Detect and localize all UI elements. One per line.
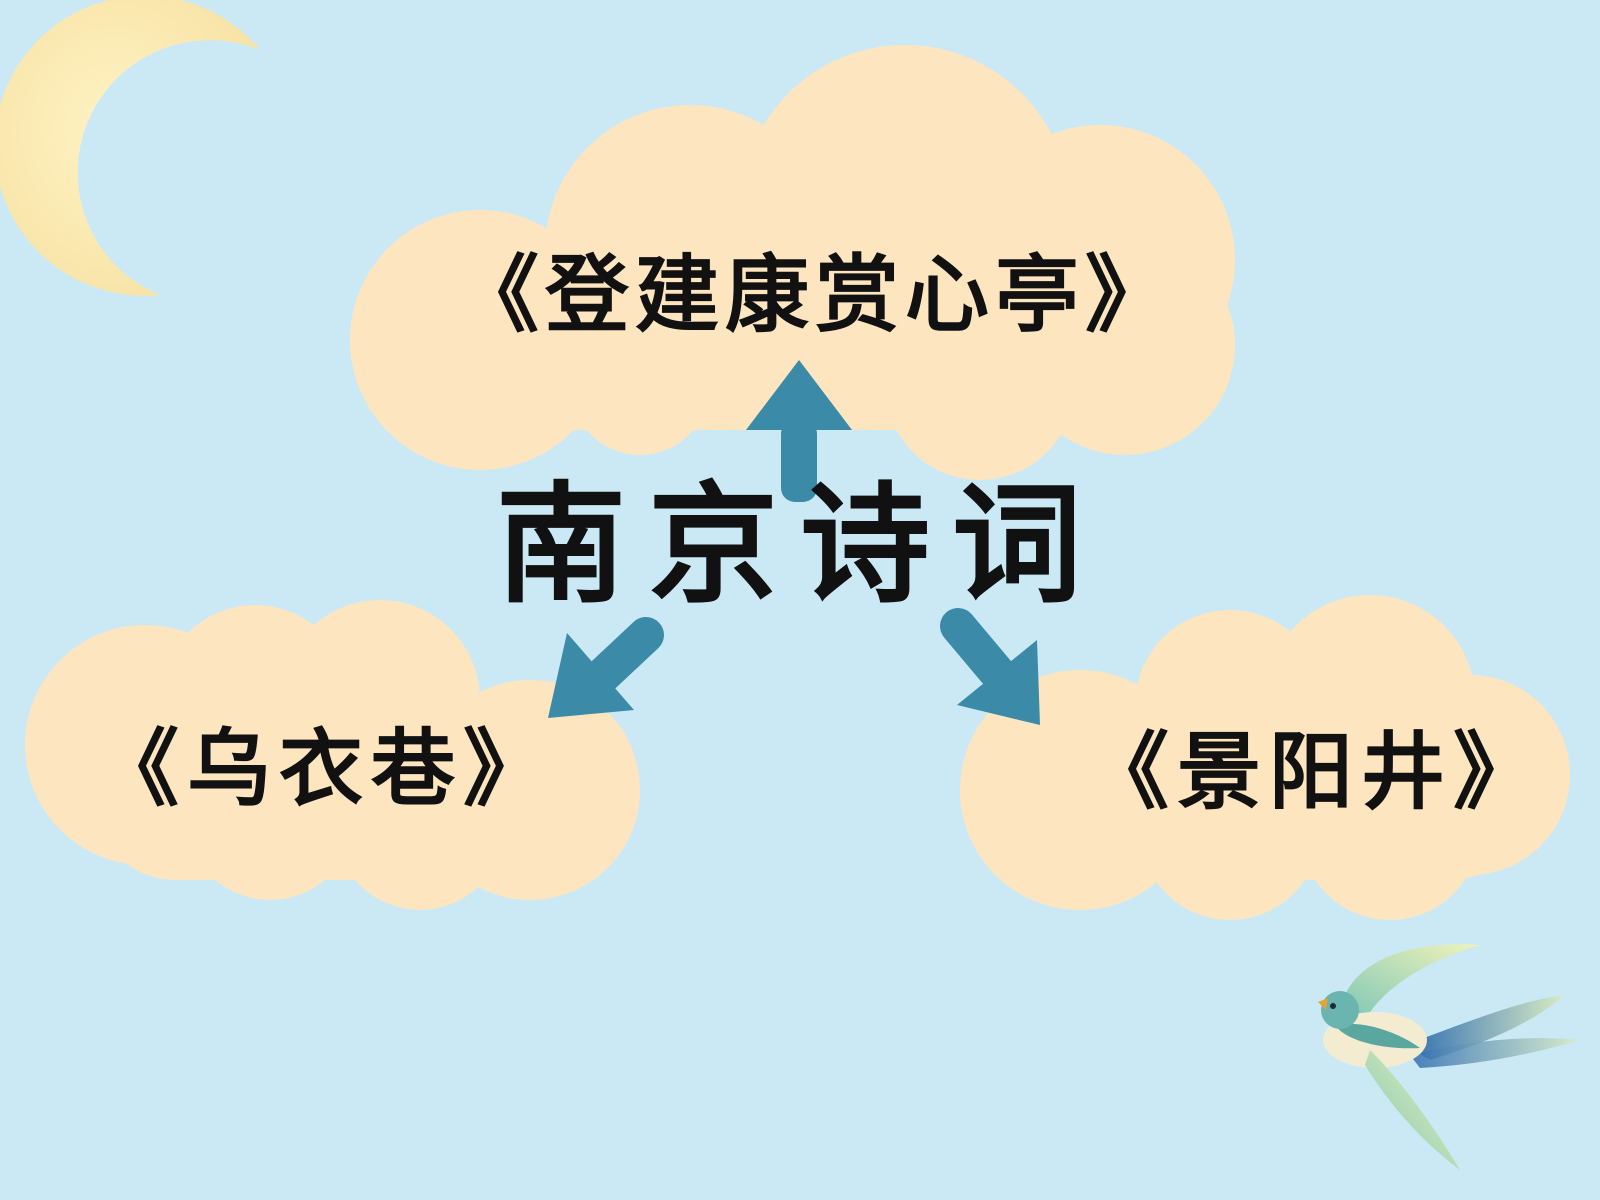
poem-title-right: 《景阳井》 — [1084, 722, 1545, 821]
poem-title-left: 《乌衣巷》 — [94, 719, 555, 818]
arrow-down-right-icon — [940, 608, 1040, 725]
crescent-moon-icon — [0, 0, 260, 296]
poem-title-top: 《登建康赏心亭》 — [454, 245, 1175, 344]
cloud-top — [350, 45, 1235, 480]
cloud-left — [25, 600, 640, 910]
cloud-right — [960, 595, 1570, 920]
swallow-bird-icon — [1318, 944, 1580, 1170]
center-title: 南京诗词 — [495, 468, 1104, 621]
arrow-down-left-icon — [548, 617, 664, 718]
arrow-up-icon — [746, 360, 852, 502]
